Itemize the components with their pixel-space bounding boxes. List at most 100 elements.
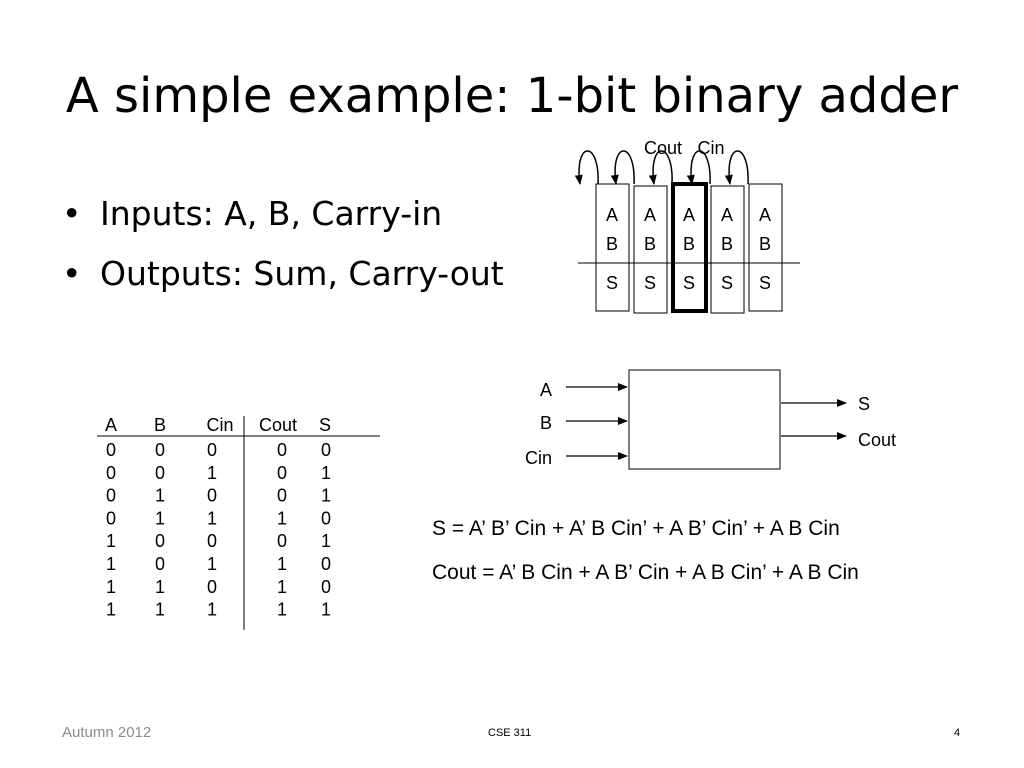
adder-block: A B Cin S Cout <box>525 369 896 470</box>
table-cell: 0 <box>277 486 287 506</box>
output-label-cout: Cout <box>858 430 896 450</box>
table-cell: 1 <box>207 463 217 483</box>
input-label-a: A <box>540 380 552 400</box>
footer-course: CSE 311 <box>488 727 532 739</box>
carry-arrow <box>574 150 599 185</box>
table-cell: 1 <box>155 486 165 506</box>
table-cell: 0 <box>277 531 287 551</box>
adder-cell <box>710 185 745 314</box>
carry-arrow <box>724 150 749 185</box>
cell-a-label: A <box>644 205 656 225</box>
table-cell: 0 <box>106 463 116 483</box>
table-cell: 1 <box>106 577 116 597</box>
equations: S = A’ B’ Cin + A’ B Cin’ + A B’ Cin’ + … <box>432 517 859 584</box>
footer-page-number: 4 <box>954 727 961 739</box>
carry-arrow <box>648 150 673 185</box>
cell-s-label: S <box>721 273 733 293</box>
cell-a-label: A <box>606 205 618 225</box>
table-cell: 0 <box>207 440 217 460</box>
cell-b-label: B <box>644 234 656 254</box>
table-cell: 0 <box>106 486 116 506</box>
adder-cell-highlighted <box>671 182 708 313</box>
sum-equation: S = A’ B’ Cin + A’ B Cin’ + A B’ Cin’ + … <box>432 517 840 540</box>
table-cell: 1 <box>207 508 217 528</box>
table-cell: 1 <box>106 600 116 620</box>
cell-b-label: B <box>683 234 695 254</box>
bullet-text: Outputs: Sum, Carry-out <box>100 254 504 293</box>
table-cell: 1 <box>321 463 331 483</box>
cell-s-label: S <box>759 273 771 293</box>
cell-a-label: A <box>759 205 771 225</box>
table-cell: 0 <box>155 554 165 574</box>
table-cell: 0 <box>155 463 165 483</box>
table-row: 1 0 1 1 0 <box>106 554 331 574</box>
chain-cout-label: Cout <box>644 138 682 158</box>
table-cell: 1 <box>106 554 116 574</box>
header-cout: Cout <box>259 415 297 435</box>
bullet-dot-icon: • <box>62 194 82 233</box>
table-cell: 1 <box>321 600 331 620</box>
adder-chain: Cout Cin A B S A B S A B S A B S A B <box>574 138 800 314</box>
cell-b-label: B <box>606 234 618 254</box>
cell-s-label: S <box>606 273 618 293</box>
table-row: 0 0 0 0 0 <box>106 440 331 460</box>
header-s: S <box>319 415 331 435</box>
table-cell: 0 <box>321 508 331 528</box>
table-cell: 0 <box>207 531 217 551</box>
header-a: A <box>105 415 117 435</box>
table-cell: 0 <box>277 440 287 460</box>
bullet-list: • Inputs: A, B, Carry-in • Outputs: Sum, C… <box>60 194 504 314</box>
table-row: 0 1 1 1 0 <box>106 508 331 528</box>
table-cell: 1 <box>207 600 217 620</box>
table-cell: 1 <box>155 577 165 597</box>
table-header-row: A B Cin Cout S <box>105 415 331 435</box>
carry-arrow <box>686 150 711 185</box>
chain-cin-label: Cin <box>697 138 724 158</box>
table-cell: 0 <box>155 440 165 460</box>
table-cell: 0 <box>155 531 165 551</box>
table-cell: 0 <box>277 463 287 483</box>
table-cell: 1 <box>277 554 287 574</box>
adder-box <box>628 369 781 470</box>
table-row: 1 0 0 0 1 <box>106 531 331 551</box>
table-row: 1 1 1 1 1 <box>106 600 331 620</box>
table-cell: 0 <box>321 440 331 460</box>
adder-cell <box>748 183 783 312</box>
table-cell: 0 <box>106 508 116 528</box>
table-cell: 0 <box>106 440 116 460</box>
table-cell: 1 <box>277 577 287 597</box>
table-cell: 0 <box>321 577 331 597</box>
cell-s-label: S <box>683 273 695 293</box>
table-cell: 0 <box>207 486 217 506</box>
table-row: 0 1 0 0 1 <box>106 486 331 506</box>
table-cell: 0 <box>321 554 331 574</box>
bullet-text: Inputs: A, B, Carry-in <box>100 194 443 233</box>
footer-date: Autumn 2012 <box>62 724 152 741</box>
table-cell: 1 <box>155 600 165 620</box>
table-row: 0 0 1 0 1 <box>106 463 331 483</box>
slide-title: A simple example: 1-bit binary adder <box>65 68 959 124</box>
cell-b-label: B <box>721 234 733 254</box>
table-cell: 1 <box>321 531 331 551</box>
bullet-item: • Outputs: Sum, Carry-out <box>60 254 504 314</box>
output-label-s: S <box>858 394 870 414</box>
header-b: B <box>154 415 166 435</box>
table-cell: 1 <box>321 486 331 506</box>
bullet-dot-icon: • <box>62 254 82 293</box>
cout-equation: Cout = A’ B Cin + A B’ Cin + A B Cin’ + … <box>432 561 859 584</box>
table-cell: 1 <box>277 508 287 528</box>
table-cell: 1 <box>207 554 217 574</box>
bullet-item: • Inputs: A, B, Carry-in <box>60 194 504 254</box>
table-cell: 0 <box>207 577 217 597</box>
carry-arrow <box>610 150 635 185</box>
table-cell: 1 <box>155 508 165 528</box>
table-cell: 1 <box>106 531 116 551</box>
adder-cell <box>595 183 630 312</box>
table-cell: 1 <box>277 600 287 620</box>
adder-cell <box>633 185 668 314</box>
header-cin: Cin <box>206 415 233 435</box>
cell-b-label: B <box>759 234 771 254</box>
input-label-cin: Cin <box>525 448 552 468</box>
